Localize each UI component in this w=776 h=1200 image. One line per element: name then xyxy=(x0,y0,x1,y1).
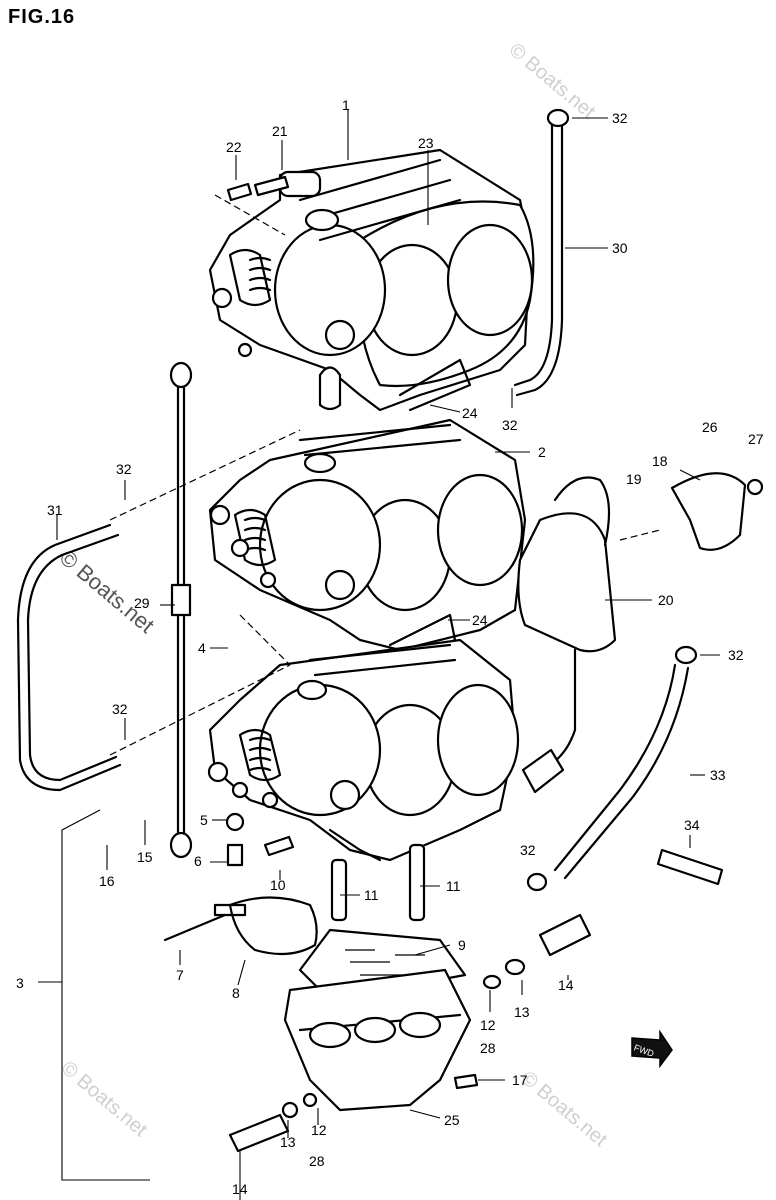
fwd-direction-badge: FWD xyxy=(631,1029,673,1069)
callout-26: 26 xyxy=(702,419,718,435)
callout-32: 32 xyxy=(116,461,132,477)
carburetor-middle xyxy=(208,418,527,667)
callout-16: 16 xyxy=(99,873,115,889)
callout-19: 19 xyxy=(626,471,642,487)
cover-20 xyxy=(517,476,617,794)
callout-27: 27 xyxy=(748,431,764,447)
jets-and-screws xyxy=(228,835,592,1153)
hose-33 xyxy=(553,663,677,872)
float-and-needle xyxy=(163,812,318,956)
watermark: © Boats.net xyxy=(517,1067,612,1151)
callout-14: 14 xyxy=(232,1181,248,1197)
callout-4: 4 xyxy=(198,640,206,656)
callout-6: 6 xyxy=(194,853,202,869)
callout-11: 11 xyxy=(446,878,461,894)
callout-8: 8 xyxy=(232,985,240,1001)
callout-23: 23 xyxy=(418,135,434,151)
clip-34 xyxy=(656,848,724,886)
callout-13: 13 xyxy=(280,1134,296,1150)
carburetor-bottom xyxy=(207,638,520,862)
callout-31: 31 xyxy=(47,502,63,518)
watermark: © Boats.net xyxy=(55,545,159,638)
callout-33: 33 xyxy=(710,767,726,783)
callout-14: 14 xyxy=(558,977,574,993)
callout-24: 24 xyxy=(462,405,478,421)
callout-17: 17 xyxy=(512,1072,528,1088)
callout-5: 5 xyxy=(200,812,208,828)
hose-30-inner xyxy=(515,123,564,397)
callout-29: 29 xyxy=(134,595,150,611)
callout-32: 32 xyxy=(112,701,128,717)
callout-34: 34 xyxy=(684,817,700,833)
hose-30 xyxy=(513,123,554,387)
callout-20: 20 xyxy=(658,592,674,608)
callout-28: 28 xyxy=(480,1040,496,1056)
float-bowl-assembly xyxy=(283,928,472,1112)
callout-28: 28 xyxy=(309,1153,325,1169)
callout-25: 25 xyxy=(444,1112,460,1128)
watermark: © Boats.net xyxy=(57,1057,152,1141)
callout-15: 15 xyxy=(137,849,153,865)
callout-32: 32 xyxy=(728,647,744,663)
callout-12: 12 xyxy=(311,1122,327,1138)
linkage-rod xyxy=(169,361,193,859)
callout-12: 12 xyxy=(480,1017,496,1033)
callout-9: 9 xyxy=(458,937,466,953)
callout-30: 30 xyxy=(612,240,628,256)
screw-27 xyxy=(746,478,764,496)
callout-3: 3 xyxy=(16,975,24,991)
callout-13: 13 xyxy=(514,1004,530,1020)
callout-10: 10 xyxy=(270,877,286,893)
carburetor-top xyxy=(208,148,535,412)
callout-18: 18 xyxy=(652,453,668,469)
callout-24: 24 xyxy=(472,612,488,628)
callout-32: 32 xyxy=(502,417,518,433)
callout-7: 7 xyxy=(176,967,184,983)
hose-33-inner xyxy=(563,666,690,880)
callout-11: 11 xyxy=(364,887,379,903)
callout-2: 2 xyxy=(538,444,546,460)
callout-32: 32 xyxy=(612,110,628,126)
callout-32: 32 xyxy=(520,842,536,858)
callout-labels: 1 23 21 22 32 30 32 24 2 26 27 18 19 20 … xyxy=(16,97,764,1197)
hose-31 xyxy=(16,523,122,792)
callout-1: 1 xyxy=(342,97,350,113)
callout-22: 22 xyxy=(226,139,242,155)
figure-title: FIG.16 xyxy=(8,6,76,28)
callout-21: 21 xyxy=(272,123,288,139)
hose-31-inner xyxy=(26,533,120,782)
cap-26 xyxy=(670,472,747,551)
